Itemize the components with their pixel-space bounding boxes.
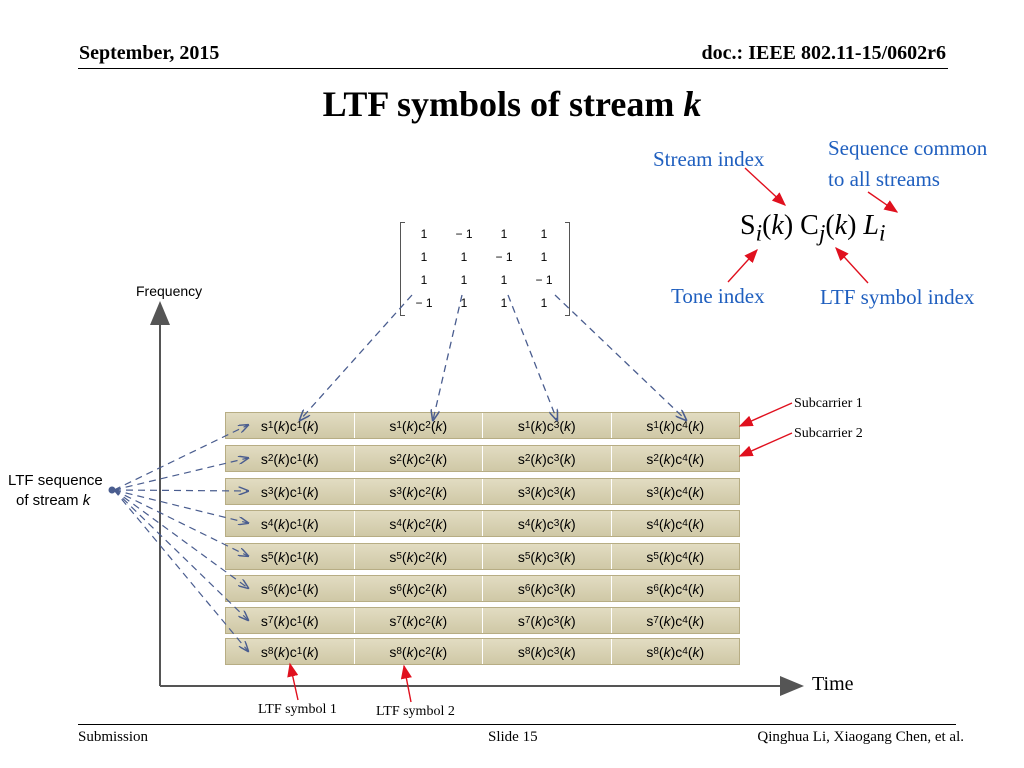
footer-slide-number: Slide 15 [488,729,538,745]
matrix-column-3-arrow [507,294,557,420]
matrix-cell: 1 [500,272,508,287]
matrix-cell: 1 [540,295,548,310]
ltf-symbol-1-label: LTF symbol 1 [258,702,337,717]
tone-index-label: Tone index [671,284,765,308]
matrix-column-2-arrow [433,294,463,420]
matrix-cell: 1 [460,272,468,287]
ltf-sequence-fan-arrow [113,458,248,491]
time-axis-label: Time [812,673,854,695]
ltf-sequence-fan-arrow [113,489,248,523]
subcarrier-2-arrow [738,432,793,457]
ltf-sequence-fan-arrow [113,489,248,556]
p-matrix: 1 − 1 1 1 1 1 − 1 1 1 1 1 − 1 − 1 1 1 1 [400,222,570,316]
ltf-sequence-fan-arrow [113,489,248,651]
matrix-cell: − 1 [415,295,433,310]
subcarrier-1-label: Subcarrier 1 [794,396,863,411]
header-rule [78,68,948,69]
subcarrier-2-label: Subcarrier 2 [794,426,863,441]
matrix-cell: 1 [540,226,548,241]
matrix-cell: − 1 [535,272,553,287]
stream-index-label: Stream index [653,147,765,171]
matrix-cell: 1 [420,249,428,264]
matrix-cell: 1 [500,295,508,310]
tone-index-arrow [727,248,758,283]
slide-title: LTF symbols of stream k [322,84,702,124]
matrix-cell: 1 [500,226,508,241]
matrix-cell: 1 [420,272,428,287]
header-date: September, 2015 [79,42,220,64]
ltf-sequence-fan [113,425,248,651]
matrix-cell: 1 [420,226,428,241]
matrix-cell: 1 [460,249,468,264]
ltf-sequence-origin [108,486,116,494]
sequence-common-label: Sequence common [828,136,988,160]
matrix-cell: 1 [540,249,548,264]
footer-rule [78,724,956,725]
ltf-sequence-fan-arrow [113,489,248,588]
ltf-symbol-2-arrow [400,664,412,703]
stream-index-arrow [744,167,787,206]
subcarrier-1-arrow [738,402,793,427]
header-doc-id: doc.: IEEE 802.11-15/0602r6 [701,42,946,64]
sequence-common-arrow [867,191,899,213]
ltf-symbol-2-label: LTF symbol 2 [376,704,455,719]
sequence-common-label-2: to all streams [828,167,940,191]
footer-authors: Qinghua Li, Xiaogang Chen, et al. [757,729,964,745]
ltf-symbol-1-arrow [287,662,299,701]
frequency-axis-label: Frequency [136,283,203,299]
ltf-sequence-fan-arrow [113,489,248,620]
matrix-column-1-arrow [300,294,413,420]
ltf-sequence-label: LTF sequence [8,472,103,489]
ltf-sequence-fan-arrow [113,425,248,491]
matrix-left-bracket [400,222,405,316]
matrix-right-bracket [565,222,570,316]
matrix-cell: − 1 [495,249,513,264]
ltf-symbol-index-arrow [835,246,869,284]
ltf-sequence-label-2: of stream k [16,492,91,509]
matrix-cell: 1 [460,295,468,310]
matrix-cell: − 1 [455,226,473,241]
matrix-column-4-arrow [554,294,686,420]
matrix-table: 1 − 1 1 1 1 1 − 1 1 1 1 1 − 1 − 1 1 1 1 [404,222,564,314]
ltf-symbol-index-label: LTF symbol index [820,285,975,309]
footer-submission: Submission [78,729,149,745]
ltf-sequence-fan-arrow [113,490,248,491]
ltf-formula: Si(k) Cj(k) Li [740,210,886,247]
